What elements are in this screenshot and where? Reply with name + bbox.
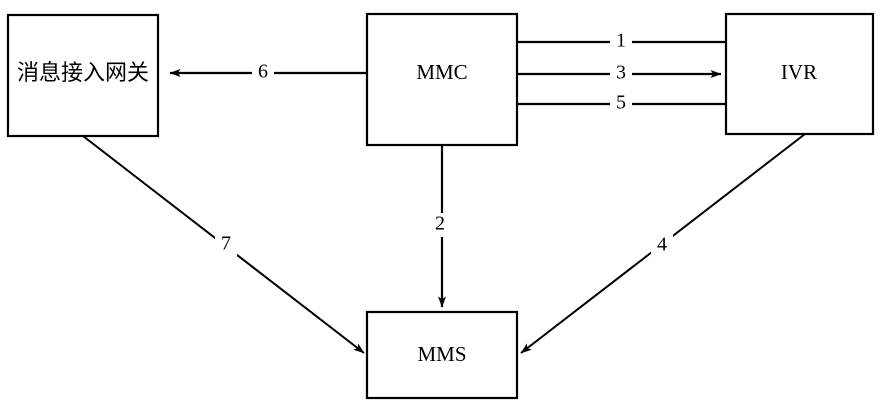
edge-4: 4 (520, 133, 806, 354)
edge-6-label: 6 (258, 61, 268, 83)
node-mmc-label: MMC (416, 60, 467, 84)
node-mms-box[interactable] (365, 310, 519, 400)
edge-2-label: 2 (435, 213, 445, 235)
edge-7-label: 7 (221, 233, 231, 255)
node-gateway-box[interactable] (6, 13, 160, 138)
node-ivr[interactable]: IVR (724, 12, 875, 136)
node-gateway[interactable]: 消息接入网关 (6, 13, 160, 138)
node-mms-label: MMS (417, 342, 466, 366)
edge-6: 6 (169, 61, 367, 85)
edge-7-label-bg (215, 233, 237, 257)
edge-1-label: 1 (616, 30, 626, 52)
edge-3-label: 3 (616, 62, 626, 84)
edge-3: 3 (517, 62, 722, 86)
edge-5-label-bg (610, 92, 632, 116)
edge-2: 2 (430, 145, 452, 308)
edge-2-label-bg (430, 213, 452, 237)
node-ivr-box[interactable] (724, 12, 875, 136)
edge-3-label-bg (610, 62, 632, 86)
node-gateway-label: 消息接入网关 (17, 61, 149, 86)
edge-5-label: 5 (616, 92, 626, 114)
node-mms[interactable]: MMS (365, 310, 519, 400)
edge-7: 7 (82, 135, 365, 354)
edge-6-label-bg (252, 61, 274, 85)
edge-1-label-bg (610, 30, 632, 54)
edge-4-label-bg (651, 234, 673, 258)
node-mmc-box[interactable] (365, 12, 519, 147)
edge-4-label: 4 (657, 234, 667, 256)
node-ivr-label: IVR (781, 60, 817, 84)
node-mmc[interactable]: MMC (365, 12, 519, 147)
